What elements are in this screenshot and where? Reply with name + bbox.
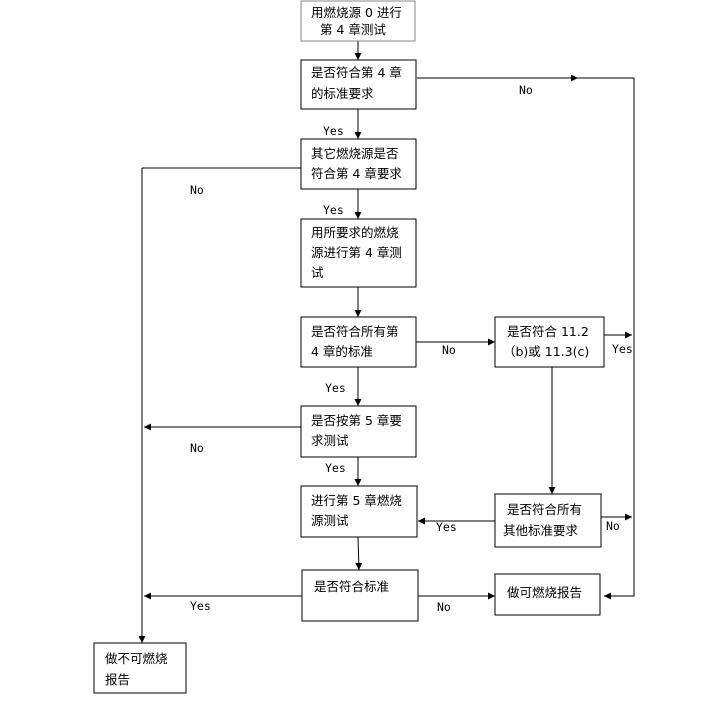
label-no-q-all: No <box>442 343 456 357</box>
node-q-ch4-line-1: 是否符合第 4 章 <box>311 65 402 80</box>
node-q-other: 其它燃烧源是否 符合第 4 章要求 <box>300 138 417 190</box>
label-yes-q-112: Yes <box>612 342 633 356</box>
node-test-required-line-1: 用所要求的燃烧 <box>311 225 399 240</box>
connectors <box>138 41 635 643</box>
node-report-noncombustible: 做不可燃烧 报告 <box>93 642 187 694</box>
edge-test-ch5-to-q-std <box>355 536 363 571</box>
node-q-112-line-2: （b)或 11.3(c) <box>503 344 589 359</box>
node-report-noncombustible-line-2: 报告 <box>105 672 130 687</box>
node-q-ch4-line-2: 的标准要求 <box>311 86 374 101</box>
label-yes-q-other: Yes <box>323 203 344 217</box>
node-start-line-2: 第 4 章测试 <box>320 22 386 37</box>
label-yes-q-all: Yes <box>325 381 346 395</box>
node-report-noncombustible-line-1: 做不可燃烧 <box>105 651 168 666</box>
node-q-all-ch4-line-1: 是否符合所有第 <box>311 324 399 339</box>
node-report-combustible: 做可燃烧报告 <box>494 573 601 616</box>
node-q-ch4: 是否符合第 4 章 的标准要求 <box>300 59 417 110</box>
node-test-required-line-2: 源进行第 4 章测 <box>311 245 402 260</box>
node-q-ch5-line-1: 是否按第 5 章要 <box>311 413 402 428</box>
node-test-ch5: 进行第 5 章燃烧 源测试 <box>300 485 418 538</box>
label-yes-q-ch5: Yes <box>325 461 346 475</box>
label-yes-q-std: Yes <box>190 599 211 613</box>
label-no-q-other-std: No <box>606 519 620 533</box>
node-q-std-line-1: 是否符合标准 <box>314 579 389 594</box>
node-q-ch5-line-2: 求测试 <box>311 433 349 448</box>
label-yes-q-other-std: Yes <box>436 520 457 534</box>
edge-labels: No Yes No Yes No Yes Yes No Yes Yes No Y… <box>190 83 633 614</box>
node-q-other-std-line-1: 是否符合所有 <box>507 502 582 517</box>
node-test-required: 用所要求的燃烧 源进行第 4 章测 试 <box>300 218 417 288</box>
node-q-all-ch4: 是否符合所有第 4 章的标准 <box>300 316 417 368</box>
node-report-combustible-line-1: 做可燃烧报告 <box>507 585 582 600</box>
edge-right-column-to-report <box>578 77 635 600</box>
label-no-q-ch4: No <box>519 83 533 97</box>
node-q-other-std: 是否符合所有 其他标准要求 <box>494 493 602 548</box>
node-test-ch5-line-1: 进行第 5 章燃烧 <box>311 493 402 508</box>
node-start: 用燃烧源 0 进行 第 4 章测试 <box>300 0 416 42</box>
label-yes-q-ch4: Yes <box>323 124 344 138</box>
node-q-std: 是否符合标准 <box>301 569 419 622</box>
node-q-other-std-line-2: 其他标准要求 <box>503 523 579 538</box>
node-q-ch5: 是否按第 5 章要 求测试 <box>300 405 417 458</box>
node-q-other-line-1: 其它燃烧源是否 <box>311 146 399 161</box>
node-test-required-line-3: 试 <box>311 265 324 280</box>
node-q-112-line-1: 是否符合 11.2 <box>507 324 589 339</box>
label-no-q-std: No <box>437 600 451 614</box>
node-test-ch5-line-2: 源测试 <box>311 513 349 528</box>
node-q-all-ch4-line-2: 4 章的标准 <box>311 344 373 359</box>
label-no-q-ch5: No <box>190 441 204 455</box>
node-q-112: 是否符合 11.2 （b)或 11.3(c) <box>494 316 605 368</box>
node-start-line-1: 用燃烧源 0 进行 <box>311 5 402 20</box>
node-q-other-line-2: 符合第 4 章要求 <box>311 166 402 181</box>
label-no-q-other: No <box>190 183 204 197</box>
